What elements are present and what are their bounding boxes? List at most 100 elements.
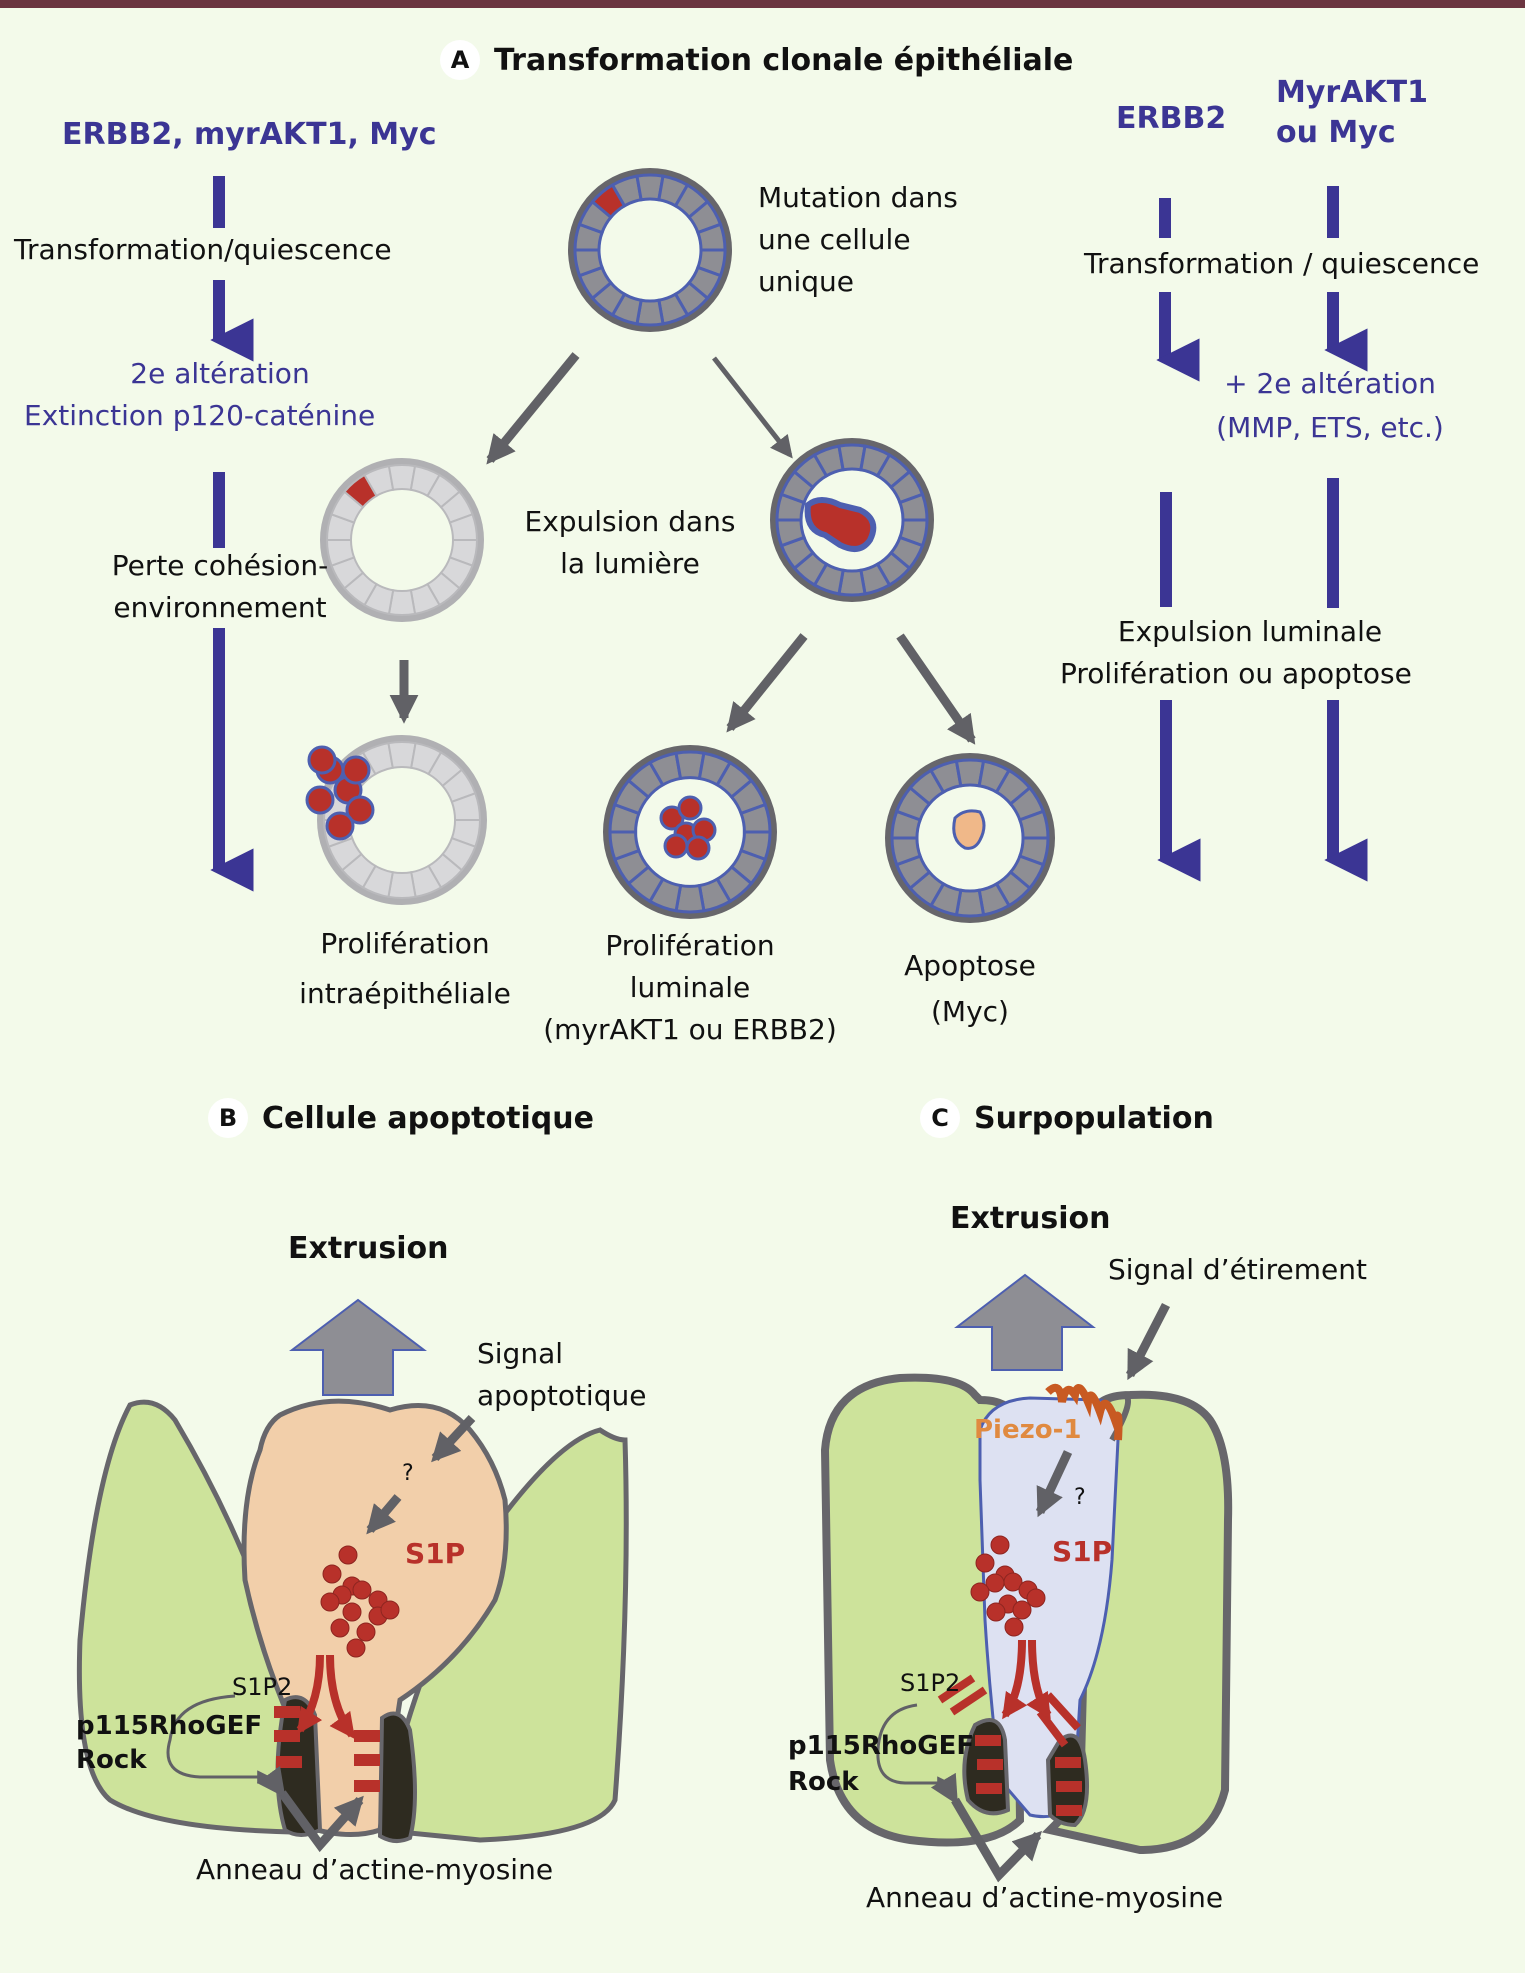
left-step3-line1: Perte cohésion- [111, 549, 329, 582]
panel-a-badge: A [440, 40, 480, 80]
epithelial-cell [448, 513, 479, 541]
s1p-dot [1012, 1600, 1032, 1620]
panel-c-s1p2-label: S1P2 [900, 1669, 961, 1697]
s1p-dot [1026, 1588, 1046, 1608]
apoptotic-body [952, 809, 986, 850]
s1p-dot [1004, 1617, 1024, 1637]
ring-intraepithelial [320, 458, 484, 622]
epithelial-cell [696, 222, 727, 252]
right-step2-line2: (MMP, ETS, etc.) [1216, 411, 1444, 444]
left-step-transformation: Transformation/quiescence [14, 233, 392, 266]
center-flow-arrows [389, 352, 976, 745]
panel-b-badge: B [208, 1098, 248, 1138]
extrusion-arrow [289, 1298, 427, 1396]
panel-c-kinase-line1: p115RhoGEF [788, 1731, 975, 1761]
s1p-molecules [320, 1545, 400, 1658]
piezo-channel [1045, 1383, 1123, 1441]
panel-a-title: A Transformation clonale épithéliale [440, 40, 1073, 80]
outcome-intra-line1: Prolifération [320, 927, 490, 960]
s1p-dot [352, 1580, 372, 1600]
epithelial-cell [898, 492, 929, 522]
panel-b-title-text: Cellule apoptotique [262, 1100, 594, 1136]
s1p-molecules [970, 1535, 1046, 1637]
panel-b-s1p-label: S1P [405, 1537, 466, 1570]
panel-b-ring-label: Anneau d’actine-myosine [196, 1853, 554, 1886]
panel-c-question: ? [1074, 1485, 1086, 1510]
outcome-intra-line2: intraépithéliale [299, 977, 511, 1010]
panel-a-title-text: Transformation clonale épithéliale [494, 42, 1074, 78]
right-gene-myrakt1: MyrAKT1 [1276, 75, 1429, 110]
proliferating-cell [325, 811, 355, 841]
panel-c-extrusion: Extrusion [950, 1201, 1111, 1236]
left-genes: ERBB2, myrAKT1, Myc [62, 117, 437, 152]
actomyosin-right [377, 1711, 417, 1843]
outcome-luminal-line3: (myrAKT1 ou ERBB2) [543, 1013, 837, 1046]
panel-c-piezo-label: Piezo-1 [974, 1415, 1082, 1445]
ring-initial-mutation [568, 168, 732, 332]
ring-apoptosis [885, 753, 1055, 923]
right-gene-erbb2: ERBB2 [1116, 101, 1227, 136]
expelled-cell [804, 497, 877, 552]
panel-c-ring-label: Anneau d’actine-myosine [866, 1881, 1224, 1914]
left-step2-line2: Extinction p120-caténine [24, 399, 376, 432]
s1p-dot [975, 1553, 995, 1573]
right-step3-line1: Expulsion luminale [1117, 615, 1383, 648]
panel-b-extrusion: Extrusion [288, 1231, 449, 1266]
panel-b-s1p2-label: S1P2 [232, 1673, 293, 1701]
mutation-label-line3: unique [758, 265, 855, 298]
panel-c-title: C Surpopulation [920, 1098, 1214, 1138]
outcome-luminal-line1: Prolifération [605, 929, 775, 962]
s1p-dot [320, 1592, 340, 1612]
panel-c-s1p-label: S1P [1052, 1535, 1113, 1568]
proliferating-cell [663, 833, 689, 859]
s1p-dot [342, 1602, 362, 1622]
epithelial-cell [1017, 809, 1050, 840]
mutation-label-line1: Mutation dans [758, 181, 958, 214]
s1p-dot [970, 1582, 990, 1602]
ring-expulsion [770, 438, 934, 602]
ring-luminal-proliferation [603, 745, 777, 919]
panel-b-signal-line2: apoptotique [477, 1379, 647, 1412]
panel-c-kinase-line2: Rock [788, 1767, 859, 1797]
left-pathway-arrows [210, 176, 254, 892]
proliferating-cell [345, 795, 375, 825]
expulsion-label-line1: Expulsion dans [524, 505, 736, 538]
epithelial-cell [450, 792, 482, 821]
epithelial-rings [305, 168, 1055, 923]
s1p-dot [1003, 1572, 1023, 1592]
s1p-dot [346, 1638, 366, 1658]
panel-b-title: B Cellule apoptotique [208, 1098, 594, 1138]
proliferating-cell [341, 755, 371, 785]
right-step2-line1: + 2e altération [1224, 367, 1436, 400]
panel-c-badge: C [920, 1098, 960, 1138]
panel-c-graphics [820, 1273, 1233, 1883]
right-gene-myc: ou Myc [1276, 115, 1396, 150]
proliferating-cell [307, 745, 337, 775]
outcome-apoptosis-line1: Apoptose [904, 949, 1036, 982]
s1p-dot [380, 1600, 400, 1620]
expulsion-label-line2: la lumière [560, 547, 700, 580]
outcome-luminal-line2: luminale [629, 971, 751, 1004]
top-bar [0, 0, 1525, 8]
s1p-dot [356, 1622, 376, 1642]
left-step2-line1: 2e altération [130, 357, 310, 390]
s1p-dot [986, 1602, 1006, 1622]
s1p-dot [330, 1618, 350, 1638]
epithelial-cell [739, 802, 772, 834]
right-pathway-arrows [1156, 186, 1368, 882]
panel-c-signal: Signal d’étirement [1108, 1253, 1367, 1286]
panel-b-graphics [76, 1298, 629, 1853]
neighbor-cell-left [76, 1399, 334, 1835]
panel-b-kinase-line2: Rock [76, 1745, 147, 1775]
blue-bar [213, 176, 225, 228]
panel-b-signal-line1: Signal [477, 1337, 564, 1370]
s1p-dot [990, 1535, 1010, 1555]
proliferating-cell [305, 785, 335, 815]
proliferating-cell [685, 835, 711, 861]
panel-b-kinase-line1: p115RhoGEF [76, 1711, 263, 1741]
mutation-label-line2: une cellule [758, 223, 911, 256]
panel-c-title-text: Surpopulation [974, 1100, 1214, 1136]
s1p-dot [338, 1545, 358, 1565]
s1p-dot [322, 1564, 342, 1584]
